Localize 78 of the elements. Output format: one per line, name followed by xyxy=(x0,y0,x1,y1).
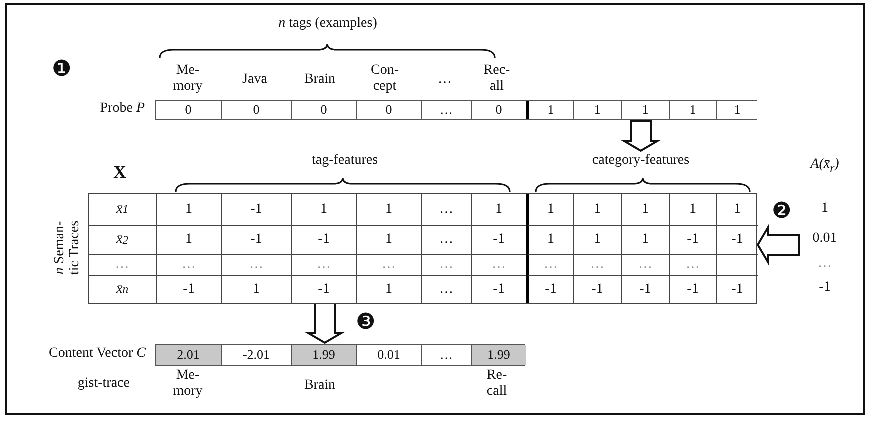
table-cell: … xyxy=(291,254,356,275)
table-cell: 1 xyxy=(291,194,356,225)
vector-cell: 2.01 xyxy=(156,345,221,365)
table-cell: 1 xyxy=(356,275,421,303)
table-cell: 1 xyxy=(621,225,669,254)
column-value: -1 xyxy=(818,280,832,296)
table-cell: … xyxy=(526,254,573,275)
tag-label: Re- call xyxy=(486,368,508,400)
table-cell: 1 xyxy=(156,225,221,254)
table-cell: 1 xyxy=(221,275,291,303)
table-cell: -1 xyxy=(716,225,758,254)
table-cell: … xyxy=(621,254,669,275)
table-cell: 1 xyxy=(573,194,621,225)
column-title: A(x̄$_{r}$) xyxy=(808,157,840,175)
tag-label: Me- mory xyxy=(173,63,203,94)
table-cell: … xyxy=(421,254,471,275)
row-title: Content Vector C xyxy=(49,346,146,362)
table-cell: -1 xyxy=(669,275,716,303)
table-cell: … xyxy=(156,254,221,275)
table-cell: … xyxy=(221,254,291,275)
table-cell: … xyxy=(421,275,471,303)
block-arrow xyxy=(304,302,346,344)
table-cell: 1 xyxy=(471,194,526,225)
tag-label: Con- cept xyxy=(371,63,399,94)
step-number: ❷ xyxy=(772,200,792,222)
table-cell: -1 xyxy=(526,275,573,303)
tag-label: Brain xyxy=(304,378,336,394)
table-cell: -1 xyxy=(221,194,291,225)
step-number: ❸ xyxy=(356,311,376,333)
column-value: … xyxy=(817,256,833,272)
table-cell: … xyxy=(421,225,471,254)
table-cell: -1 xyxy=(471,225,526,254)
row-label: … xyxy=(89,254,156,275)
tag-label: Rec- all xyxy=(484,63,510,94)
table-cell: … xyxy=(421,194,471,225)
tag-label: … xyxy=(438,72,452,88)
table-cell: … xyxy=(471,254,526,275)
table-cell: 1 xyxy=(526,225,573,254)
probe-vector xyxy=(155,100,757,120)
table-cell: -1 xyxy=(716,275,758,303)
table-cell: -1 xyxy=(471,275,526,303)
table-cell: 1 xyxy=(356,194,421,225)
table-cell: -1 xyxy=(669,225,716,254)
step-number: ❶ xyxy=(52,58,72,80)
table-cell: -1 xyxy=(221,225,291,254)
matrix-title: X xyxy=(114,162,126,183)
table-cell: -1 xyxy=(156,275,221,303)
row-title: Probe P xyxy=(100,101,145,117)
column-value: 0.01 xyxy=(812,230,838,246)
table-cell: 1 xyxy=(573,225,621,254)
table-cell: … xyxy=(356,254,421,275)
feature-matrix xyxy=(88,152,757,302)
tag-label: Brain xyxy=(304,72,336,88)
tag-label: Me- mory xyxy=(173,368,203,400)
table-cell: -1 xyxy=(621,275,669,303)
vector-cell: 1.99 xyxy=(471,345,526,365)
table-cell: -1 xyxy=(291,225,356,254)
vector-cell: 1.99 xyxy=(291,345,356,365)
table-cell: … xyxy=(669,254,716,275)
table-cell: 1 xyxy=(526,194,573,225)
table-cell: 1 xyxy=(669,194,716,225)
table-cell: -1 xyxy=(291,275,356,303)
block-arrow xyxy=(620,120,662,152)
vector-cell: 1 xyxy=(716,101,758,119)
block-arrow xyxy=(756,224,800,266)
table-cell: … xyxy=(573,254,621,275)
brace-label: n tags (examples) xyxy=(278,16,378,32)
row-title: gist-trace xyxy=(78,376,130,392)
table-cell: -1 xyxy=(573,275,621,303)
table-cell: 1 xyxy=(621,194,669,225)
column-value: 1 xyxy=(820,200,830,216)
content-vector xyxy=(155,344,525,366)
table-cell: 1 xyxy=(716,194,758,225)
brace-label: tag-features xyxy=(312,153,378,169)
table-cell: 1 xyxy=(156,194,221,225)
tag-label: Java xyxy=(242,72,268,88)
brace-label: category-features xyxy=(592,153,690,169)
table-cell: 1 xyxy=(356,225,421,254)
